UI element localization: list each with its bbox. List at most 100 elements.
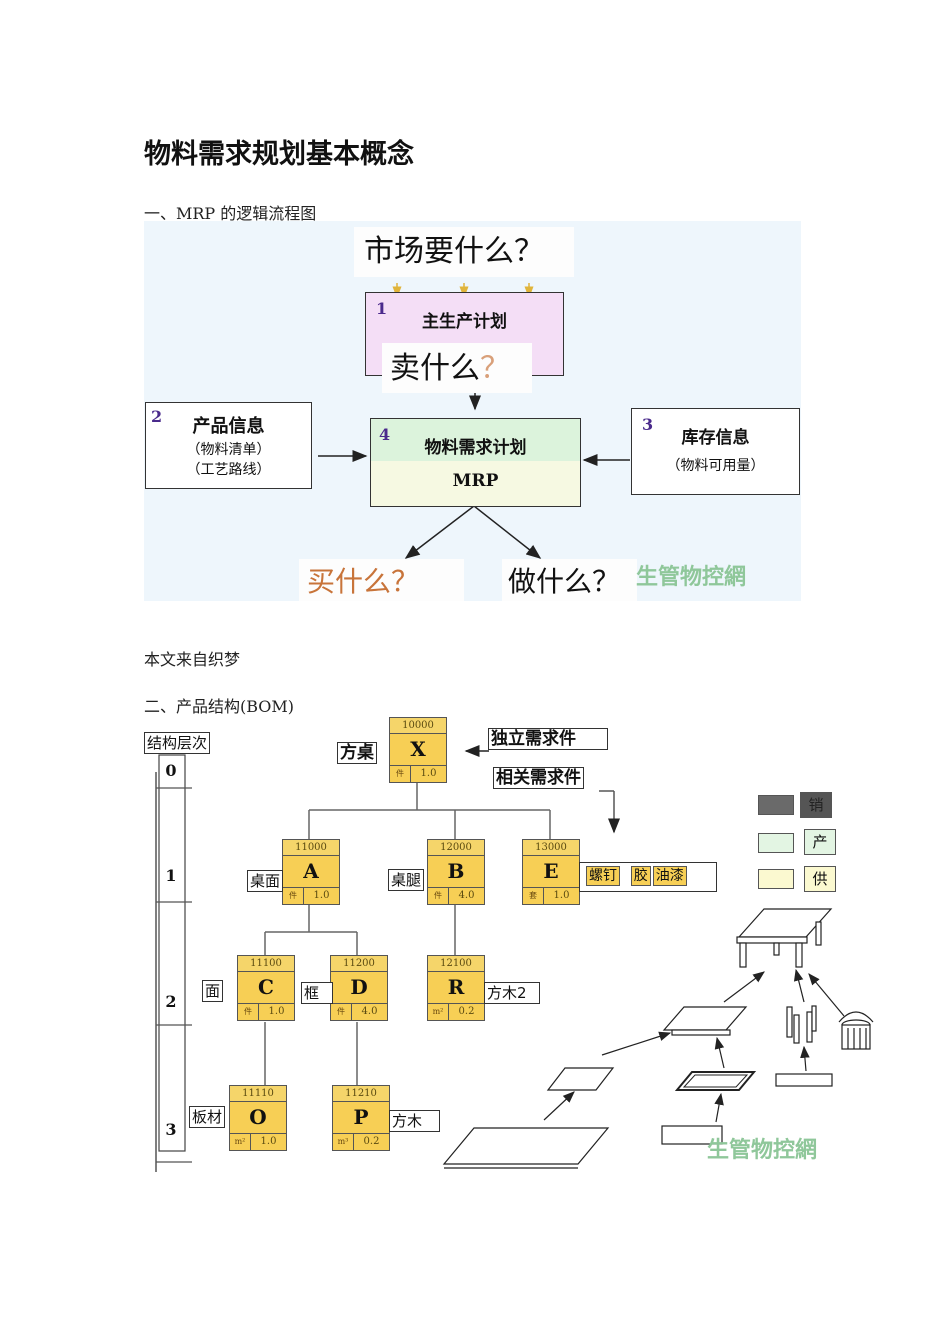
node-letter: A [303,859,319,883]
node-code: 12000 [428,840,484,856]
bom-watermark: 生管物控網 [707,1137,818,1163]
mrp-to-make-arrow [473,505,542,559]
node-c-label: 面 [202,980,224,1002]
bom-node-e: 13000 E 套 1.0 [522,839,580,905]
level-header: 结构层次 [144,732,211,754]
node-d-label: 框 [301,982,333,1004]
market-question-card: 市场要什么？ [354,227,574,277]
node-letter: P [353,1105,369,1129]
node-e-parts: 螺钉 胶油漆 [579,862,717,892]
mrp-box-header [371,419,580,461]
node-letter: E [543,859,559,883]
independent-demand-label: 独立需求件 [488,728,608,750]
legs-drawing [786,1005,817,1044]
node-unit: m² [428,1003,449,1020]
dependent-demand-label: 相关需求件 [493,767,584,789]
legend-icon-production: 产 [804,829,836,855]
level-3: 3 [165,1120,177,1139]
buy-question: 买什么？ [307,565,420,598]
node-unit: 件 [428,887,449,904]
node-a-label: 桌面 [247,870,284,892]
node-qty: 1.0 [304,887,339,904]
product-info-box: 2 产品信息 （物料清单） （工艺路线） [145,402,312,489]
node-x-label: 方桌 [337,742,377,764]
node-r-label: 方木2 [484,982,540,1004]
box4-subtitle: MRP [452,471,499,491]
inventory-info-box: 3 库存信息 （物料可用量） [631,408,800,495]
node-qty: 0.2 [449,1003,484,1020]
legend-swatch-sales [758,795,794,815]
box3-number: 3 [642,415,654,434]
node-letter: C [258,975,274,999]
tabletop-drawing [662,1006,748,1036]
node-p-label: 方木 [389,1110,440,1132]
node-code: 11110 [230,1086,286,1102]
node-o-label: 板材 [189,1106,226,1128]
box2-number: 2 [151,407,163,426]
bom-node-b: 12000 B 件 4.0 [427,839,485,905]
bom-diagram: 结构层次 0 1 2 3 独立需求件 相关需求件 10000 X 件 1.0 方… [144,712,884,1182]
node-code: 13000 [523,840,579,856]
legend-swatch-supply [758,869,794,889]
node-letter: X [410,737,426,761]
node-unit: 件 [390,765,411,782]
frame-drawing [674,1071,757,1091]
bom-node-x: 10000 X 件 1.0 [389,717,447,783]
sell-question: 卖什么 [390,351,480,386]
node-qty: 1.0 [544,887,579,904]
box4-number: 4 [379,425,391,444]
node-unit: m³ [333,1133,354,1150]
bom-node-d: 11200 D 件 4.0 [330,955,388,1021]
part-glue: 胶 [630,866,651,886]
board-drawing [546,1067,615,1091]
mrp-box: 4 物料需求计划 MRP [370,418,581,507]
mrp-to-buy-arrow [404,505,475,559]
node-unit: 件 [283,887,304,904]
bom-node-o: 11110 O m² 1.0 [229,1085,287,1151]
box2-title: 产品信息 [192,416,265,437]
box2-line2: （工艺路线） [186,462,271,478]
node-qty: 1.0 [251,1133,286,1150]
bom-node-a: 11000 A 件 1.0 [282,839,340,905]
sell-question-card: 卖什么？ [382,343,532,393]
page-title: 物料需求规划基本概念 [144,139,414,170]
node-b-label: 桌腿 [388,869,425,891]
node-qty: 4.0 [352,1003,387,1020]
bom-node-r: 12100 R m² 0.2 [427,955,485,1021]
section1-heading: 一、MRP 的逻辑流程图 [144,204,317,223]
box3-line1: （物料可用量） [666,458,765,474]
bom-connectors [155,745,874,1172]
legend-swatch-production [758,833,794,853]
node-letter: B [447,859,465,883]
mrp-flow-diagram: 市场要什么？ 1 主生产计划 卖什么？ 2 产品信息 （物料清单） （工艺路线）… [144,221,801,601]
node-code: 12100 [428,956,484,972]
node-qty: 0.2 [354,1133,389,1150]
level-column [158,754,186,1152]
node-letter: R [447,975,465,999]
section2-heading: 二、产品结构(BOM) [144,697,295,716]
node-qty: 4.0 [449,887,484,904]
node-code: 11200 [331,956,387,972]
part-paint: 油漆 [652,866,687,886]
node-code: 10000 [390,718,446,734]
box3-title: 库存信息 [681,428,750,448]
source-note: 本文来自织梦 [144,650,241,669]
box4-title: 物料需求计划 [424,438,527,458]
node-letter: D [350,975,368,999]
market-question: 市场要什么？ [364,234,544,269]
level-2: 2 [165,992,177,1011]
legend-icon-supply: 供 [804,866,836,892]
plank-drawing [442,1127,610,1169]
legend-icon-sales: 销 [800,792,832,818]
node-code: 11000 [283,840,339,856]
square-wood-drawing [661,1073,833,1145]
node-unit: 套 [523,887,544,904]
make-question: 做什么？ [508,565,621,598]
bom-node-c: 11100 C 件 1.0 [237,955,295,1021]
bom-node-p: 11210 P m³ 0.2 [332,1085,390,1151]
node-code: 11100 [238,956,294,972]
make-question-card: 做什么？ [502,559,637,601]
mrp-watermark: 生管物控網 [636,564,747,590]
node-unit: 件 [238,1003,259,1020]
level-0: 0 [165,761,177,780]
